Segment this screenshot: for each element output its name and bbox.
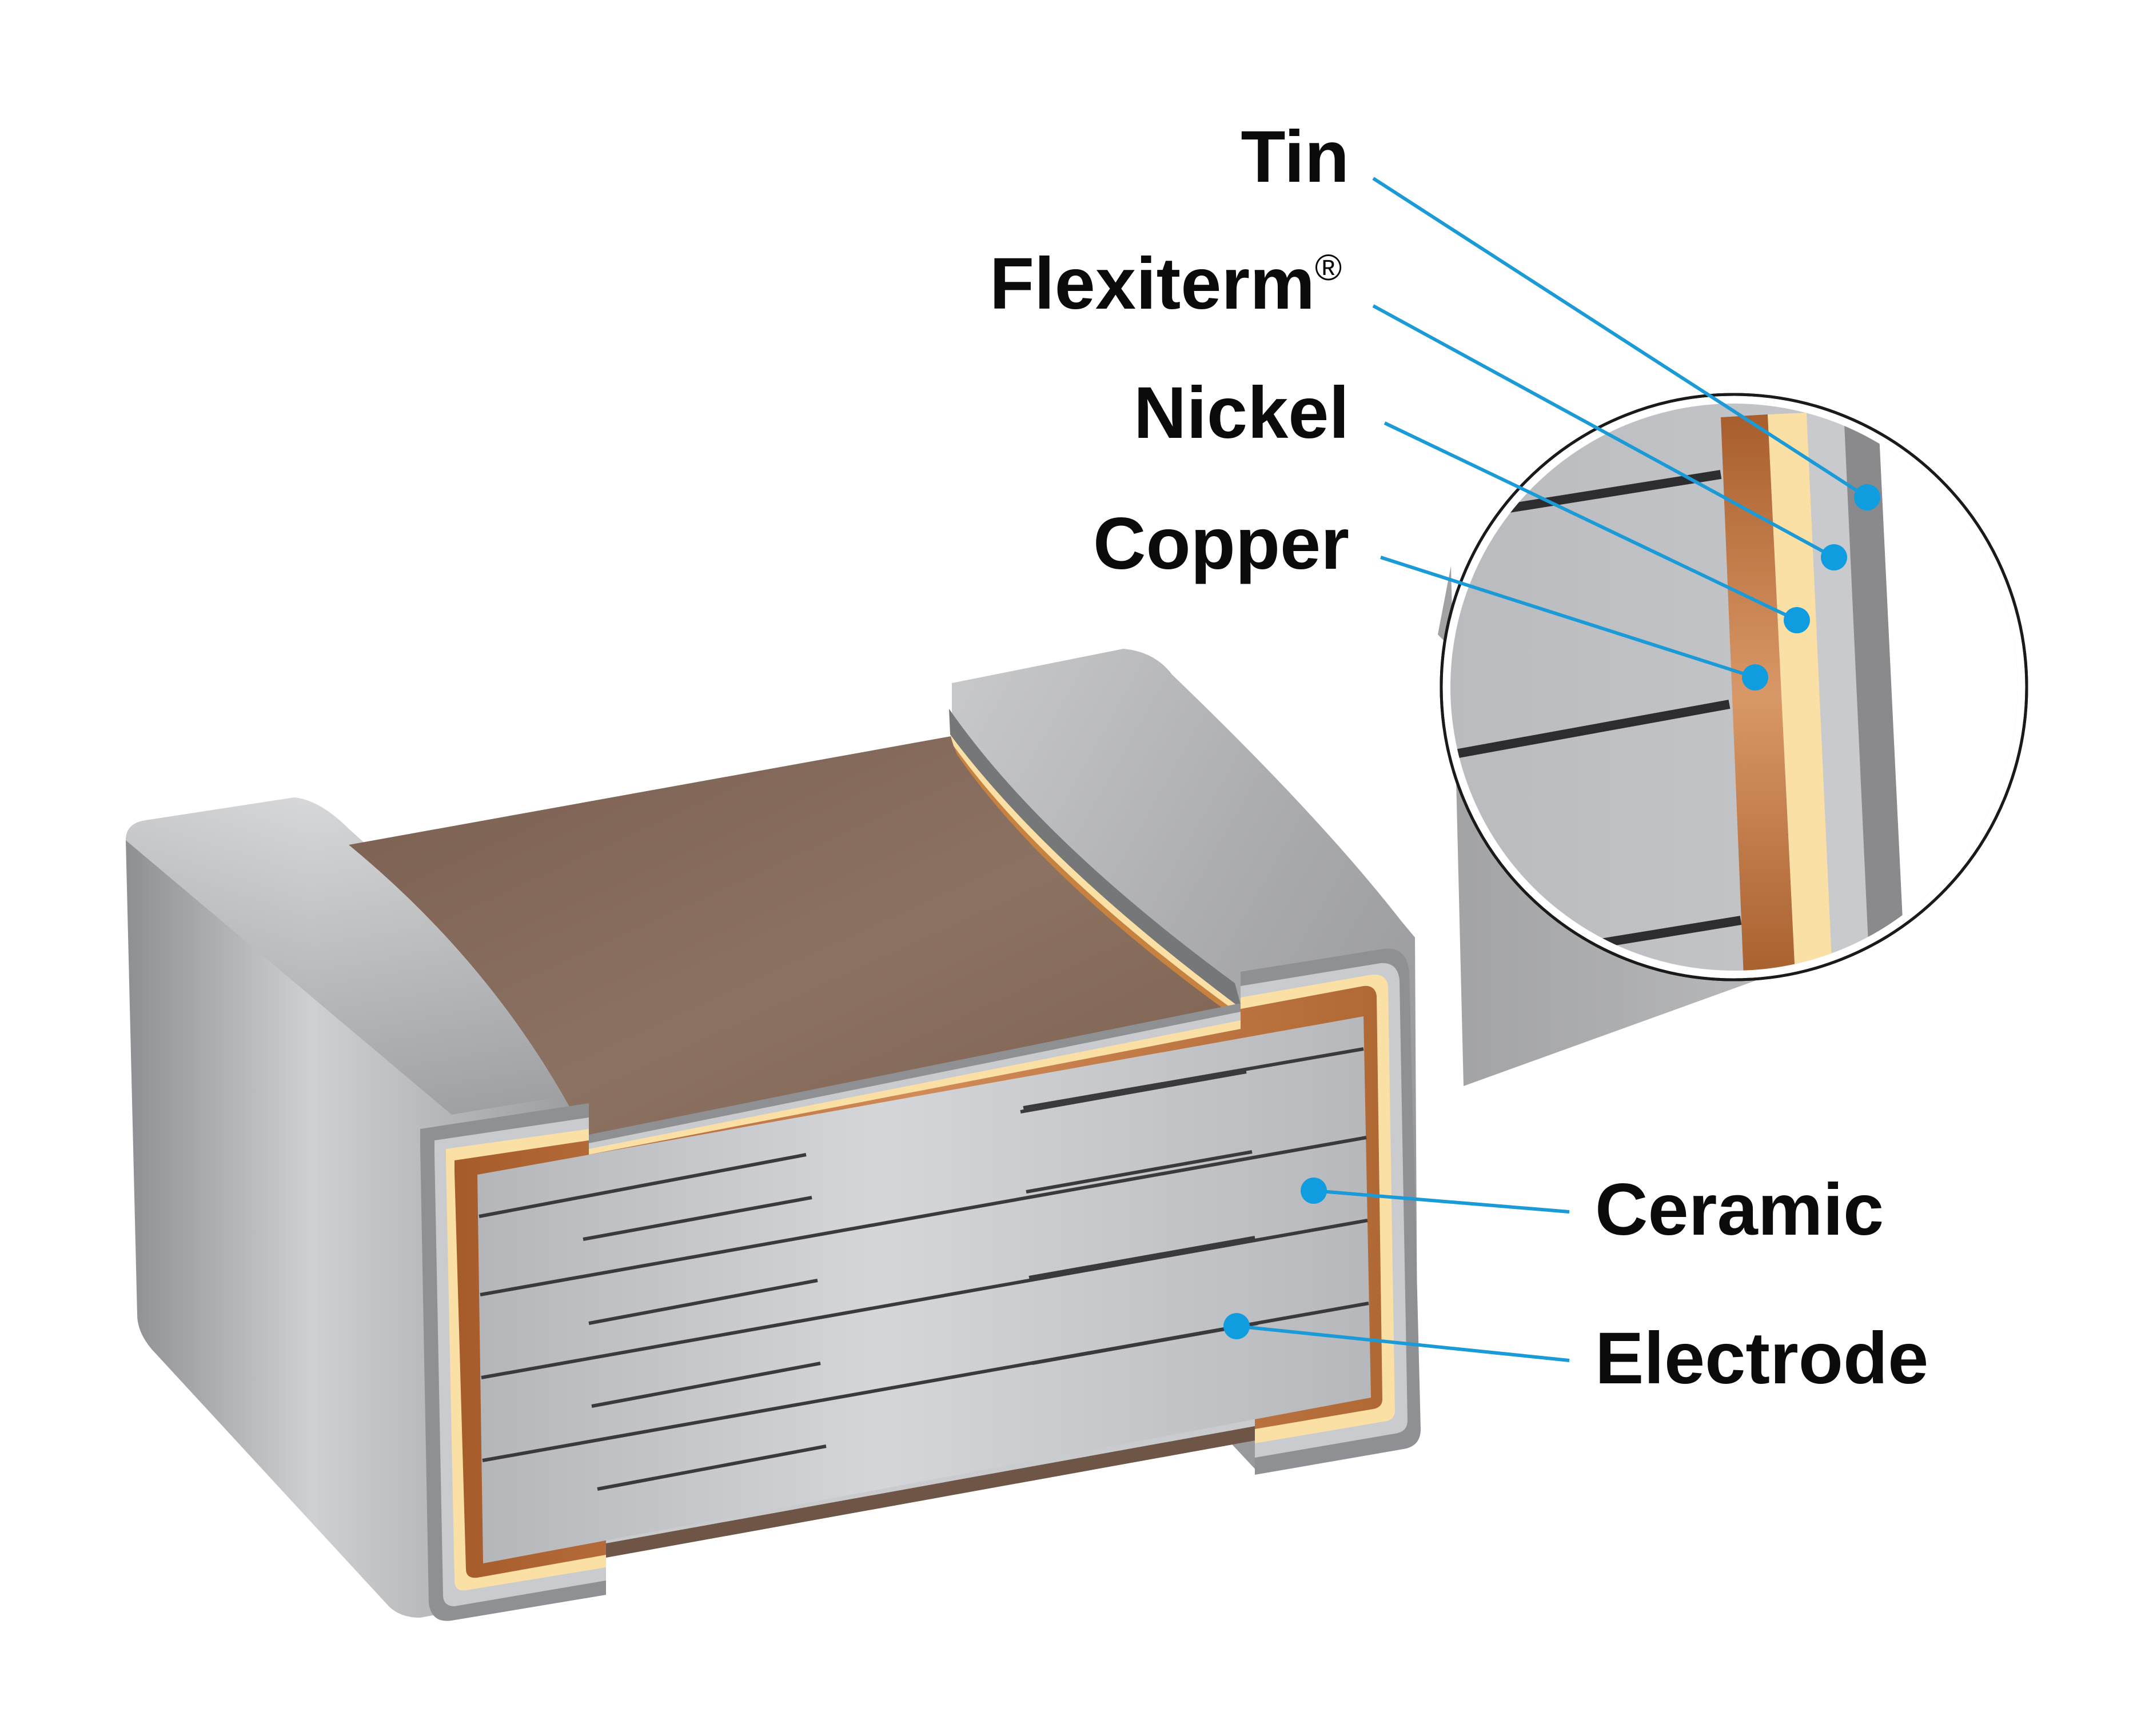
ceramic-top-surface [349,735,1243,1143]
ceramic-marker [1301,1178,1327,1204]
electrodes-right [1020,1047,1364,1365]
ceramic-leader [1313,1189,1570,1214]
nickel-leader [1384,421,1798,622]
electrode-marker [1223,1313,1250,1339]
copper-marker [1742,664,1768,691]
copper-label: Copper [1093,503,1349,585]
nickel-label: Nickel [1134,372,1349,454]
electrode-leader [1236,1324,1570,1362]
ceramic-bottom-edge [606,1426,1255,1558]
magnified-termination-view [1440,393,2028,981]
tin-leader [1372,177,1868,499]
tin-marker [1854,484,1880,510]
left-end-cap [126,797,589,1618]
nickel-marker [1784,607,1810,633]
leader-lines [1223,177,1880,1362]
copper-leader [1380,556,1756,679]
ceramic-label: Ceramic [1595,1169,1884,1251]
electrode-label: Electrode [1595,1318,1928,1399]
layer-labels: Tin Flexiterm ® Nickel Copper Ceramic El… [990,116,1928,1399]
electrodes-left [479,1136,1369,1491]
front-face-ceramic [477,1016,1371,1563]
registered-trademark-mark: ® [1315,247,1342,288]
flexiterm-label: Flexiterm [990,243,1315,325]
tin-label: Tin [1241,116,1349,198]
capacitor-chip [126,649,1421,1621]
flexiterm-marker [1821,544,1847,570]
flexiterm-leader [1372,304,1835,559]
